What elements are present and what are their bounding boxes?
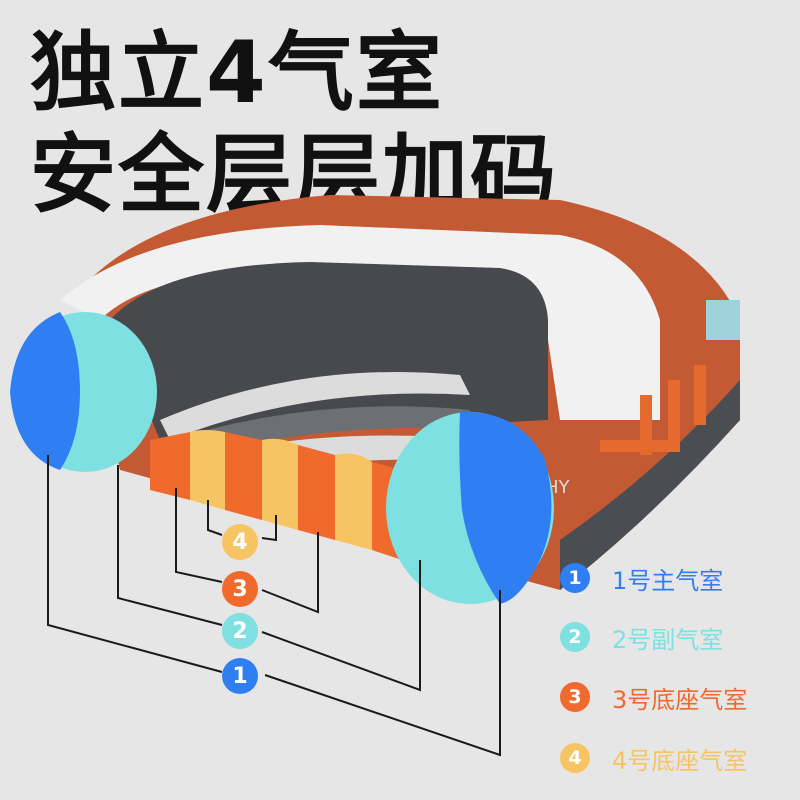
boat-side-stripes — [600, 365, 706, 455]
right-tube-cross-section — [386, 411, 554, 604]
boat-hull-lower-band — [560, 380, 740, 590]
legend-badge-3: 3 — [560, 682, 590, 712]
legend-label-2: 2号副气室 — [612, 625, 724, 654]
legend-badge-1: 1 — [560, 563, 590, 593]
callout-badge-4: 4 — [222, 524, 258, 560]
callout-badge-1: 1 — [222, 658, 258, 694]
legend-label-4: 4号底座气室 — [612, 746, 748, 775]
headline-line-1: 独立4气室 — [30, 23, 444, 123]
legend-badge-4: 4 — [560, 743, 590, 773]
left-tube-cross-section — [10, 312, 157, 472]
callout-badge-2-number: 2 — [232, 618, 248, 644]
callout-badge-2: 2 — [222, 613, 258, 649]
legend-item-3: 3 3号底座气室 — [560, 677, 800, 717]
callout-badge-3: 3 — [222, 571, 258, 607]
callout-badge-4-number: 4 — [232, 529, 248, 555]
legend-label-1: 1号主气室 — [612, 566, 724, 595]
callout-badge-3-number: 3 — [232, 576, 248, 602]
legend-badge-2: 2 — [560, 622, 590, 652]
legend-item-4: 4 4号底座气室 — [560, 738, 800, 778]
boat-side-decal — [706, 300, 740, 340]
legend-label-3: 3号底座气室 — [612, 685, 748, 714]
callout-leader-lines — [47, 455, 501, 757]
callout-badge-1-number: 1 — [232, 663, 248, 689]
legend-item-2: 2 2号副气室 — [560, 617, 800, 657]
boat-inner-cavity — [110, 262, 548, 440]
legend-item-1: 1 1号主气室 — [560, 558, 800, 598]
